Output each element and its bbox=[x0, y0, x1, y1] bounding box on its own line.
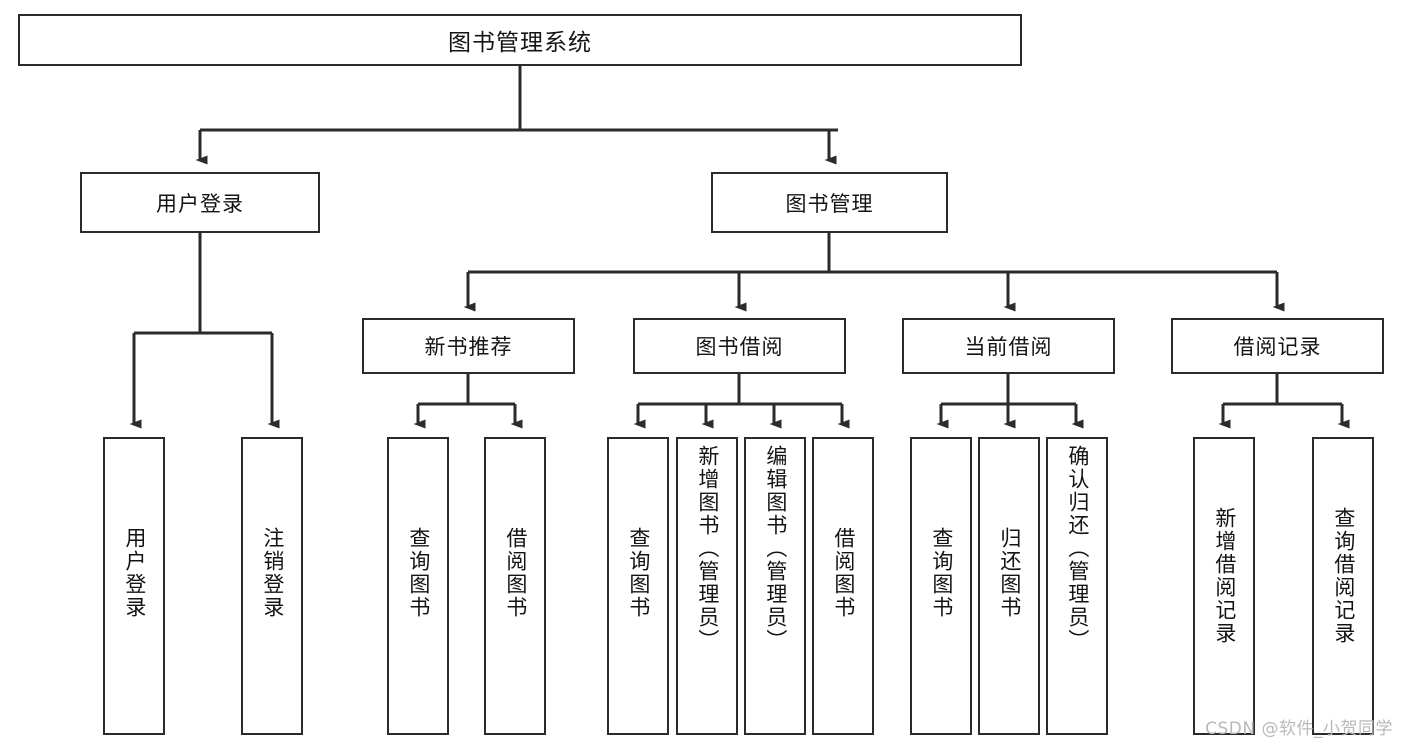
node-borrow-record-label: 借阅记录 bbox=[1233, 335, 1322, 359]
node-leaf-add-book[interactable]: 新增图书（管理员） bbox=[676, 437, 738, 735]
node-new-book-recommend[interactable]: 新书推荐 bbox=[362, 318, 575, 374]
node-leaf-query-book-2-label: 查询图书 bbox=[626, 527, 651, 619]
watermark-text: CSDN @软件_小贺同学 bbox=[1205, 719, 1393, 739]
node-user-login-label: 用户登录 bbox=[156, 191, 244, 216]
node-leaf-add-record[interactable]: 新增借阅记录 bbox=[1193, 437, 1255, 735]
node-leaf-edit-book[interactable]: 编辑图书（管理员） bbox=[744, 437, 806, 735]
node-leaf-edit-book-label: 编辑图书（管理员） bbox=[763, 445, 788, 652]
node-leaf-query-record[interactable]: 查询借阅记录 bbox=[1312, 437, 1374, 735]
node-book-management-label: 图书管理 bbox=[785, 191, 874, 216]
node-leaf-borrow-book-2[interactable]: 借阅图书 bbox=[812, 437, 874, 735]
node-leaf-query-record-label: 查询借阅记录 bbox=[1331, 507, 1356, 645]
node-current-borrow-label: 当前借阅 bbox=[964, 335, 1053, 359]
node-leaf-query-book-2[interactable]: 查询图书 bbox=[607, 437, 669, 735]
node-leaf-borrow-book-1[interactable]: 借阅图书 bbox=[484, 437, 546, 735]
node-new-book-recommend-label: 新书推荐 bbox=[424, 335, 513, 359]
node-leaf-confirm-return-label: 确认归还（管理员） bbox=[1065, 445, 1090, 652]
node-leaf-query-book-1-label: 查询图书 bbox=[406, 527, 431, 619]
node-leaf-query-book-3-label: 查询图书 bbox=[929, 527, 954, 619]
node-root-label: 图书管理系统 bbox=[448, 30, 592, 56]
node-leaf-user-login[interactable]: 用户登录 bbox=[103, 437, 165, 735]
node-leaf-add-record-label: 新增借阅记录 bbox=[1212, 507, 1237, 645]
node-leaf-query-book-3[interactable]: 查询图书 bbox=[910, 437, 972, 735]
node-book-borrow-label: 图书借阅 bbox=[695, 335, 784, 359]
node-leaf-user-login-label: 用户登录 bbox=[122, 527, 147, 619]
node-leaf-return-book[interactable]: 归还图书 bbox=[978, 437, 1040, 735]
node-borrow-record[interactable]: 借阅记录 bbox=[1171, 318, 1384, 374]
node-root[interactable]: 图书管理系统 bbox=[18, 14, 1022, 66]
node-leaf-borrow-book-1-label: 借阅图书 bbox=[503, 527, 528, 619]
node-leaf-borrow-book-2-label: 借阅图书 bbox=[831, 527, 856, 619]
node-current-borrow[interactable]: 当前借阅 bbox=[902, 318, 1115, 374]
node-leaf-logout-login[interactable]: 注销登录 bbox=[241, 437, 303, 735]
node-book-borrow[interactable]: 图书借阅 bbox=[633, 318, 846, 374]
node-leaf-return-book-label: 归还图书 bbox=[997, 527, 1022, 619]
node-leaf-confirm-return[interactable]: 确认归还（管理员） bbox=[1046, 437, 1108, 735]
node-book-management[interactable]: 图书管理 bbox=[711, 172, 948, 233]
node-leaf-logout-login-label: 注销登录 bbox=[260, 527, 285, 619]
node-leaf-query-book-1[interactable]: 查询图书 bbox=[387, 437, 449, 735]
node-leaf-add-book-label: 新增图书（管理员） bbox=[695, 445, 720, 652]
node-user-login[interactable]: 用户登录 bbox=[80, 172, 320, 233]
